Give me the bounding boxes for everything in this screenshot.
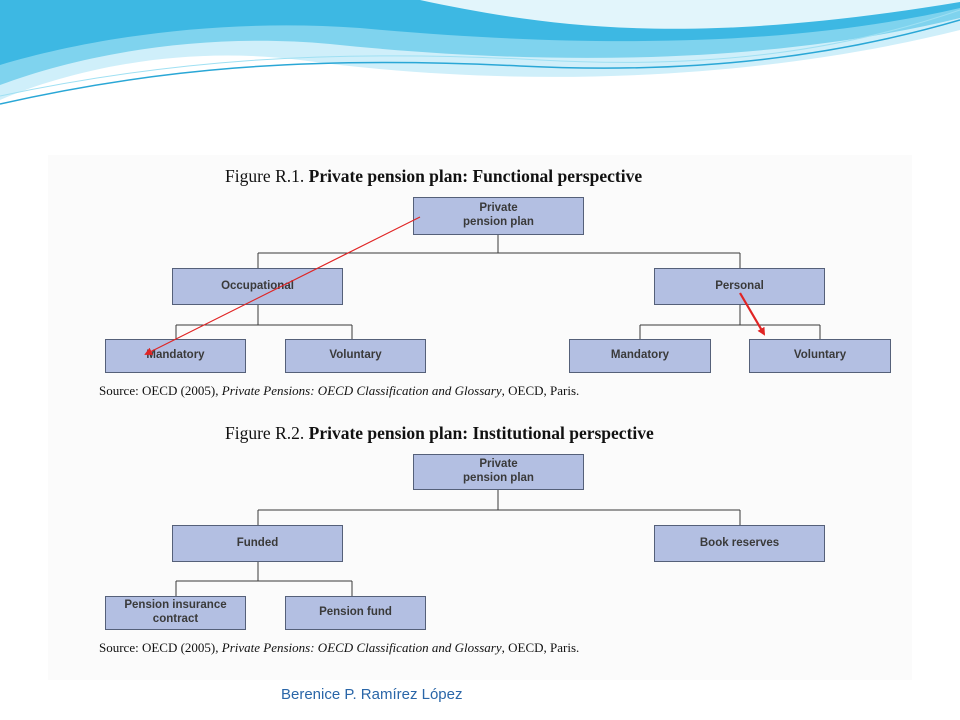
- fig2-node-private-pension-plan: Private pension plan: [413, 454, 584, 490]
- fig1-node-occupational-voluntary: Voluntary: [285, 339, 426, 373]
- figure1-source: Source: OECD (2005), Private Pensions: O…: [99, 383, 580, 398]
- fig2-node-pension-fund: Pension fund: [285, 596, 426, 630]
- fig1-node-personal-mandatory: Mandatory: [569, 339, 711, 373]
- fig1-node-occupational: Occupational: [172, 268, 343, 305]
- fig1-node-personal-voluntary: Voluntary: [749, 339, 891, 373]
- author-footer: Berenice P. Ramírez López: [281, 686, 463, 703]
- figure1-title: Figure R.1. Private pension plan: Functi…: [225, 166, 642, 187]
- figure1-source-title: Private Pensions: OECD Classification an…: [221, 383, 502, 398]
- figure2-source: Source: OECD (2005), Private Pensions: O…: [99, 640, 580, 655]
- figure1-number: Figure R.1.: [225, 166, 305, 186]
- fig2-node-pension-insurance-contract: Pension insurance contract: [105, 596, 246, 630]
- fig2-node-book-reserves: Book reserves: [654, 525, 825, 562]
- fig2-node-funded: Funded: [172, 525, 343, 562]
- fig1-node-occupational-mandatory: Mandatory: [105, 339, 246, 373]
- figure2-source-title: Private Pensions: OECD Classification an…: [221, 640, 502, 655]
- header-wave-decoration: [0, 0, 960, 105]
- figure2-number: Figure R.2.: [225, 423, 305, 443]
- fig1-node-personal: Personal: [654, 268, 825, 305]
- figure2-name: Private pension plan: Institutional pers…: [308, 423, 654, 443]
- figure1-name: Private pension plan: Functional perspec…: [308, 166, 643, 186]
- fig1-node-private-pension-plan: Private pension plan: [413, 197, 584, 235]
- figure2-title: Figure R.2. Private pension plan: Instit…: [225, 423, 654, 444]
